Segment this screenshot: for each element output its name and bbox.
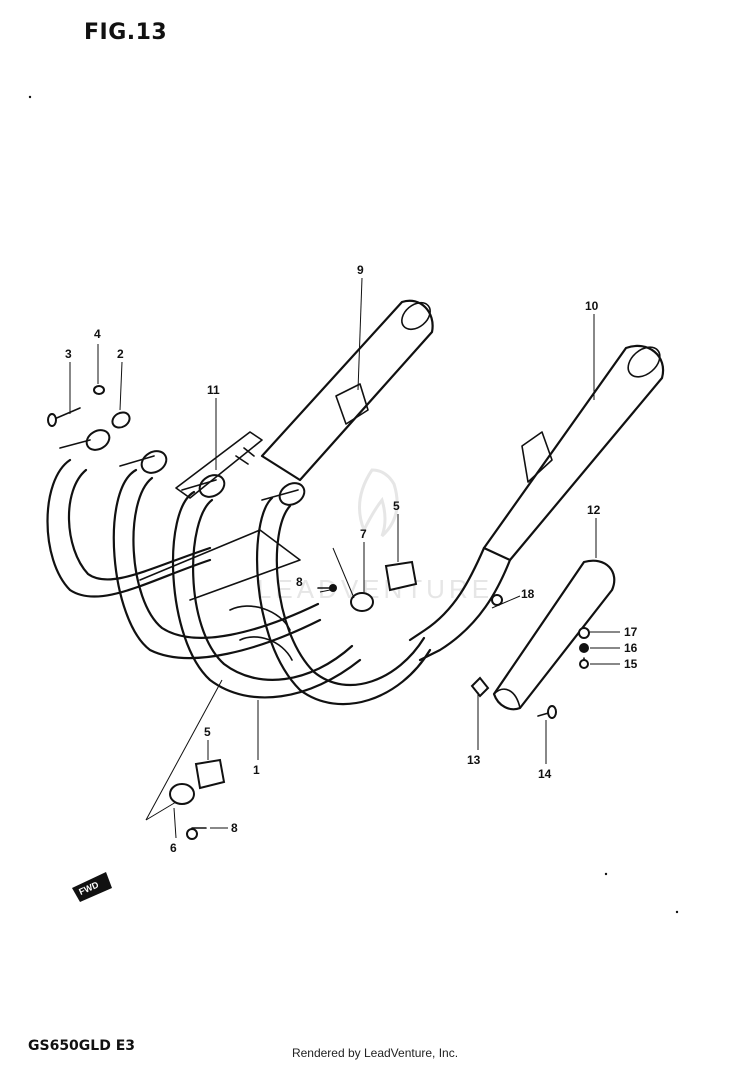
- callout-4: 4: [94, 327, 101, 341]
- muffler-left: [260, 299, 434, 482]
- forward-arrow-icon: FWD: [72, 872, 112, 902]
- callout-9: 9: [357, 263, 364, 277]
- callout-8-lower: 8: [231, 821, 238, 835]
- hardware-parts: [47, 385, 590, 840]
- muffler-right: [408, 344, 665, 662]
- callout-5-lower: 5: [204, 725, 211, 739]
- watermark-logo: [358, 468, 399, 538]
- callout-11: 11: [207, 383, 220, 397]
- callout-5-upper: 5: [393, 499, 400, 513]
- callout-2: 2: [117, 347, 124, 361]
- callout-8-upper: 8: [296, 575, 303, 589]
- print-dot: [28, 95, 32, 99]
- model-code: GS650GLD E3: [28, 1038, 136, 1054]
- callout-12: 12: [587, 503, 601, 517]
- muffler-cover: [492, 559, 616, 711]
- print-dot: [604, 872, 608, 876]
- callout-1: 1: [253, 763, 260, 777]
- callout-7: 7: [360, 527, 367, 541]
- pipe-bracket: [175, 431, 263, 499]
- callout-17: 17: [624, 625, 638, 639]
- callout-labels: 4 3 2 11 9 10 12 5 7 8 18 17 16 15 5 1 1…: [65, 263, 638, 855]
- callout-6: 6: [170, 841, 177, 855]
- callout-16: 16: [624, 641, 638, 655]
- render-credit: Rendered by LeadVenture, Inc.: [291, 1046, 459, 1060]
- callout-3: 3: [65, 347, 72, 361]
- print-dot: [675, 910, 679, 914]
- exhaust-pipe-assembly: [46, 429, 432, 706]
- callout-18: 18: [521, 587, 535, 601]
- callout-13: 13: [467, 753, 481, 767]
- callout-10: 10: [585, 299, 599, 313]
- leader-lines: [69, 277, 620, 839]
- figure-title: FIG.13: [84, 20, 168, 45]
- callout-15: 15: [624, 657, 638, 671]
- callout-14: 14: [538, 767, 552, 781]
